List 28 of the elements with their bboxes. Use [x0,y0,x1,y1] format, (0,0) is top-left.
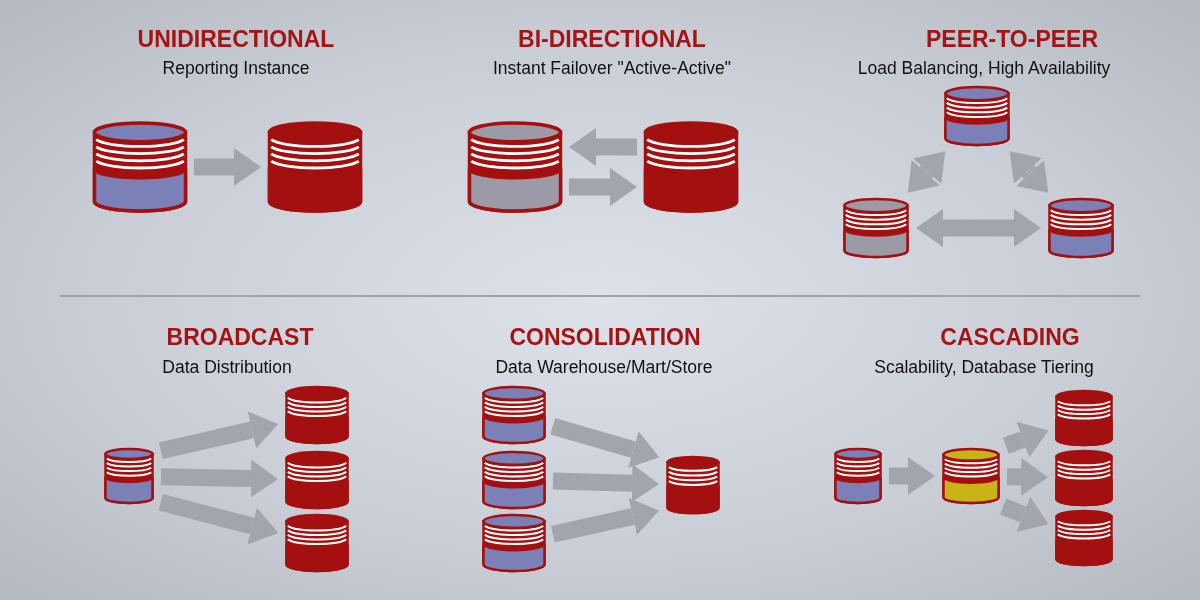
arrow [158,411,279,459]
arrow [1006,457,1048,496]
panel-subtitle: Reporting Instance [162,58,310,79]
arrow [1000,496,1049,533]
panel-subtitle: Data Distribution [162,357,292,378]
arrow [158,494,279,545]
panel-subtitle: Load Balancing, High Availability [857,58,1111,79]
arrow [1009,151,1049,193]
arrow [569,168,637,206]
arrow [194,148,261,186]
panel-subtitle: Scalability, Database Tiering [874,357,1094,378]
arrow [550,497,660,543]
panel-subtitle: Instant Failover "Active-Active" [492,58,732,79]
panel-title: UNIDIRECTIONAL [137,26,335,53]
panel-title: PEER-TO-PEER [925,26,1099,53]
panel-title: CONSOLIDATION [509,324,701,351]
panel-subtitle: Data Warehouse/Mart/Store [495,357,713,378]
panel-title: BROADCAST [166,324,314,351]
arrow [907,151,946,193]
arrow [550,418,660,468]
panel-title: CASCADING [940,324,1080,351]
arrow [916,209,1041,247]
arrow [552,464,659,503]
panel-title: BI-DIRECTIONAL [518,26,706,53]
arrow [160,459,278,498]
arrow [889,457,935,495]
arrow [569,128,637,166]
arrow [1003,421,1049,458]
